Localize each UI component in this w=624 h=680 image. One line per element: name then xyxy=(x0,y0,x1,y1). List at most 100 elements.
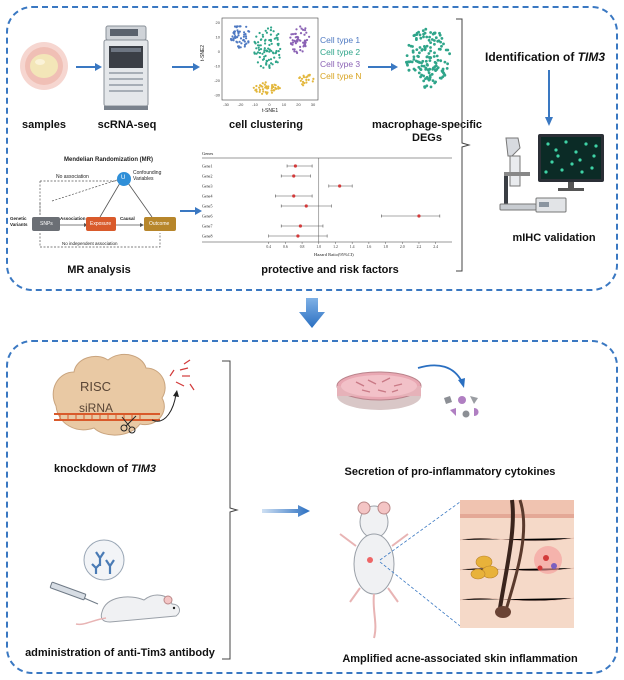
deg-point xyxy=(438,76,442,80)
tsne-point xyxy=(237,46,241,49)
tsne-point xyxy=(264,42,267,45)
tsne-point xyxy=(255,35,258,38)
tsne-point xyxy=(293,50,296,53)
tsne-point xyxy=(307,78,310,81)
tsne-point xyxy=(253,40,256,43)
deg-point xyxy=(440,37,444,40)
tsne-point xyxy=(299,32,303,35)
tsne-point xyxy=(312,77,315,80)
deg-point xyxy=(424,59,428,63)
tsne-point xyxy=(273,83,276,86)
deg-point xyxy=(422,32,425,36)
tsne-point xyxy=(275,34,278,37)
tsne-xtick: -10 xyxy=(252,102,259,107)
tsne-point xyxy=(299,45,302,48)
deg-point xyxy=(411,50,415,54)
tsne-point xyxy=(303,39,306,42)
tsne-point xyxy=(239,37,243,40)
tsne-point xyxy=(255,52,258,55)
tsne-point xyxy=(256,61,259,64)
forest-xtick: 2.0 xyxy=(400,245,405,249)
tsne-point xyxy=(279,47,282,51)
tsne-point xyxy=(237,34,240,37)
deg-point xyxy=(418,67,422,71)
arrow-icon xyxy=(180,207,202,215)
tsne-point xyxy=(233,32,236,36)
tsne-point xyxy=(258,88,262,91)
tsne-point xyxy=(266,27,270,30)
tsne-point xyxy=(270,42,273,45)
tsne-point xyxy=(247,41,250,44)
forest-xtick: 1.8 xyxy=(383,245,388,249)
deg-point xyxy=(429,85,433,89)
deg-point xyxy=(434,80,437,84)
deg-point xyxy=(429,49,432,53)
mouse-supine-icon xyxy=(339,501,409,639)
deg-point xyxy=(421,59,425,63)
tsne-point xyxy=(263,47,266,50)
tsne-point xyxy=(271,63,274,66)
deg-point xyxy=(429,46,432,49)
tsne-point xyxy=(289,36,292,39)
tsne-point xyxy=(243,45,246,48)
tsne-point xyxy=(261,35,265,38)
forest-point xyxy=(292,174,296,178)
deg-point xyxy=(412,55,416,59)
tsne-point xyxy=(276,38,279,41)
forest-point xyxy=(417,214,421,218)
antibody-injection-icon xyxy=(49,539,180,626)
deg-point xyxy=(405,54,409,57)
tsne-point xyxy=(271,84,274,87)
tsne-point xyxy=(269,38,272,41)
deg-point xyxy=(425,84,429,88)
deg-point xyxy=(422,64,426,68)
amplified-label: Amplified acne-associated skin inflammat… xyxy=(342,653,578,665)
tsne-xtick: 10 xyxy=(282,102,287,107)
tsne-point xyxy=(257,41,260,44)
top-panel xyxy=(6,6,618,291)
mr-no-independent: No independent association xyxy=(62,241,118,246)
tsne-point xyxy=(302,74,305,77)
arrow-icon xyxy=(172,63,200,71)
deg-point xyxy=(422,35,425,39)
tsne-point xyxy=(304,27,307,30)
tsne-point xyxy=(303,33,306,36)
tsne-point xyxy=(291,41,295,44)
forest-xtick: 1.2 xyxy=(333,245,338,249)
deg-point xyxy=(418,51,421,55)
tsne-point xyxy=(267,87,270,90)
tsne-point xyxy=(257,46,260,49)
tsne-point xyxy=(299,49,302,52)
tsne-point xyxy=(293,48,296,51)
tsne-point xyxy=(236,41,239,44)
tsne-point xyxy=(236,36,239,39)
tsne-point xyxy=(267,58,270,62)
forest-point xyxy=(304,204,308,208)
tsne-xtick: 0 xyxy=(268,102,271,107)
secretion-label: Secretion of pro-inflammatory cytokines xyxy=(344,466,556,478)
clustering-label: cell clustering xyxy=(229,119,303,131)
tsne-point xyxy=(300,77,304,80)
deg-point xyxy=(425,75,429,79)
tsne-point xyxy=(278,87,281,90)
tsne-point xyxy=(262,66,265,69)
forest-gene-label: Gene5 xyxy=(202,204,212,209)
tsne-point xyxy=(265,49,268,52)
tsne-point xyxy=(277,42,280,45)
mr-genetic-1: Genetic xyxy=(10,216,27,221)
deg-point xyxy=(443,73,447,77)
deg-point xyxy=(417,30,420,34)
deg-point xyxy=(421,29,425,33)
tsne-point xyxy=(305,31,308,34)
skin-section-icon xyxy=(459,499,575,628)
forest-xtick: 0.4 xyxy=(266,245,271,249)
forest-xlabel: Hazard Ratio(95%CI) xyxy=(314,252,354,257)
tsne-point xyxy=(270,87,273,90)
forest-plot: Genes Gene1Gene2Gene3Gene4Gene5Gene6Gene… xyxy=(202,151,452,257)
deg-point xyxy=(432,55,436,58)
deg-point xyxy=(433,39,436,42)
deg-point xyxy=(415,48,419,51)
tsne-point xyxy=(273,89,276,92)
arrow-icon xyxy=(76,63,102,71)
tsne-point xyxy=(304,45,307,48)
